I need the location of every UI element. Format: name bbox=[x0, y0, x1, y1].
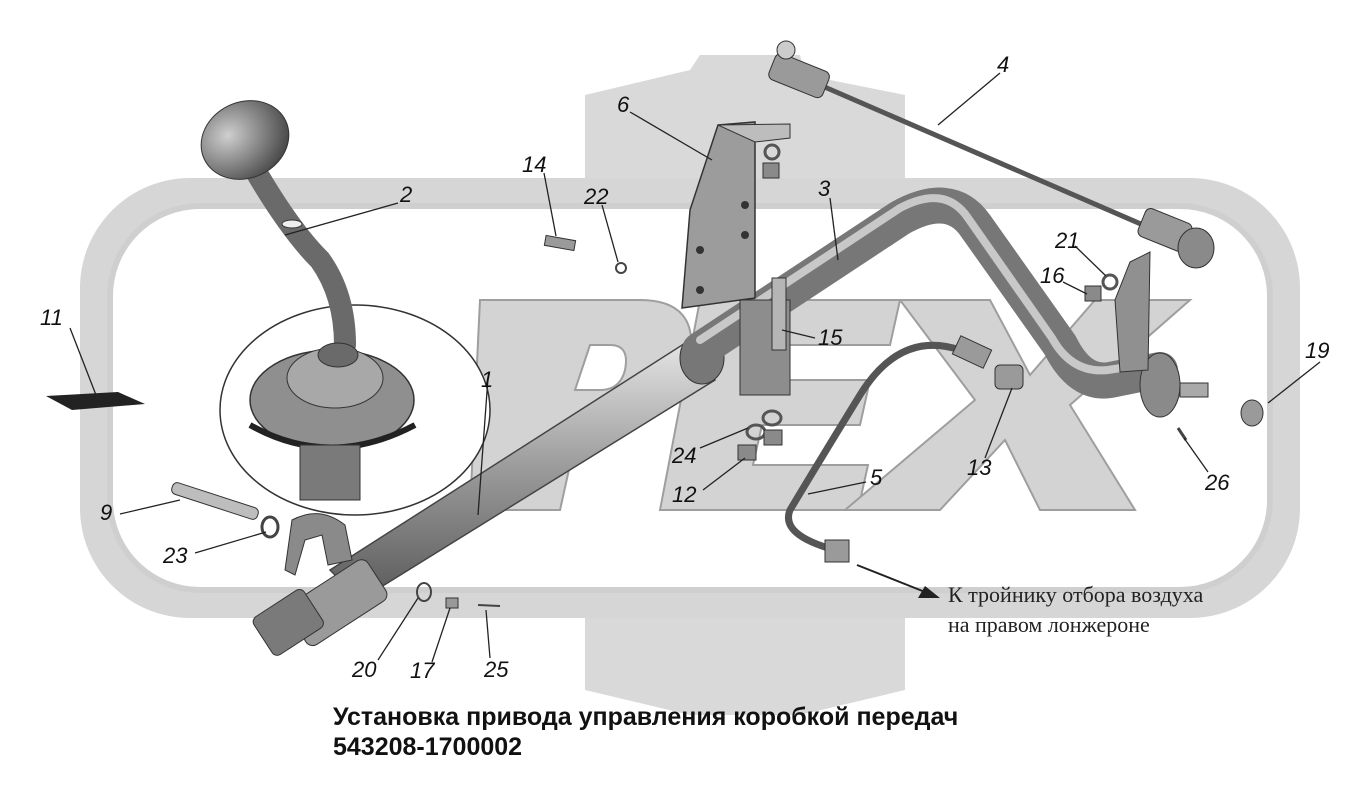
callout-labels: 11 2 1 3 4 6 14 22 15 21 16 19 26 13 5 2… bbox=[40, 52, 1329, 683]
diagram-title-part-number: 543208-1700002 bbox=[333, 733, 523, 761]
part-21-washer bbox=[1101, 273, 1119, 291]
spring-assembly bbox=[252, 559, 388, 656]
callout-16: 16 bbox=[1040, 263, 1065, 288]
part-16-nut bbox=[1084, 285, 1102, 302]
part-12-nut-a bbox=[763, 429, 783, 446]
callout-15: 15 bbox=[818, 325, 843, 350]
callout-20: 20 bbox=[351, 657, 377, 682]
callout-13: 13 bbox=[967, 455, 992, 480]
part-22-ring bbox=[615, 262, 627, 274]
part-6-bracket bbox=[681, 121, 791, 309]
part-14-bolt bbox=[543, 234, 577, 252]
callout-9: 9 bbox=[100, 500, 112, 525]
part-24-washer-a bbox=[761, 409, 783, 427]
part-21-plate bbox=[1114, 251, 1151, 373]
part-3-end-pin bbox=[1179, 382, 1209, 398]
part-13-fitting bbox=[994, 364, 1024, 390]
part-12-nut-b bbox=[737, 444, 757, 461]
note-line-2: на правом лонжероне bbox=[948, 612, 1150, 637]
part-23-washer bbox=[260, 515, 280, 539]
leader-lines bbox=[69, 72, 1321, 663]
callout-4: 4 bbox=[997, 52, 1009, 77]
callout-25: 25 bbox=[483, 657, 509, 682]
part-2-gear-lever bbox=[200, 100, 417, 501]
lower-fork bbox=[284, 513, 353, 576]
callout-17: 17 bbox=[410, 658, 435, 683]
callout-6: 6 bbox=[617, 92, 630, 117]
callout-24: 24 bbox=[671, 443, 696, 468]
callout-3: 3 bbox=[818, 176, 831, 201]
part-3-bent-shaft-highlight bbox=[696, 194, 1164, 375]
callout-1: 1 bbox=[481, 367, 493, 392]
nut-6b bbox=[762, 162, 780, 179]
note-arrow-head bbox=[918, 586, 940, 598]
note-line-1: К тройнику отбора воздуха bbox=[948, 582, 1203, 607]
part-9-pin bbox=[171, 482, 259, 520]
part-15-clamp bbox=[739, 277, 791, 396]
gear-knob bbox=[200, 100, 290, 180]
callout-26: 26 bbox=[1204, 470, 1230, 495]
part-20-ring bbox=[416, 582, 432, 602]
callout-11: 11 bbox=[40, 305, 63, 330]
callout-23: 23 bbox=[162, 543, 188, 568]
part-19-nut bbox=[1240, 399, 1264, 427]
callout-12: 12 bbox=[672, 482, 696, 507]
part-11-plate bbox=[46, 392, 145, 410]
washer-6a bbox=[763, 143, 781, 161]
diagram-title: Установка привода управления коробкой пе… bbox=[333, 702, 958, 762]
callout-2: 2 bbox=[399, 182, 412, 207]
part-5-hose bbox=[785, 335, 993, 563]
part-4-rod bbox=[768, 40, 1215, 269]
callout-21: 21 bbox=[1054, 228, 1079, 253]
callout-19: 19 bbox=[1305, 338, 1329, 363]
part-25-cotter bbox=[477, 604, 501, 607]
diagram-title-line-1: Установка привода управления коробкой пе… bbox=[333, 703, 959, 731]
part-17-clip bbox=[445, 597, 459, 609]
callout-22: 22 bbox=[583, 184, 608, 209]
callout-5: 5 bbox=[870, 465, 883, 490]
note-arrow-line bbox=[856, 564, 926, 593]
callout-14: 14 bbox=[522, 152, 546, 177]
